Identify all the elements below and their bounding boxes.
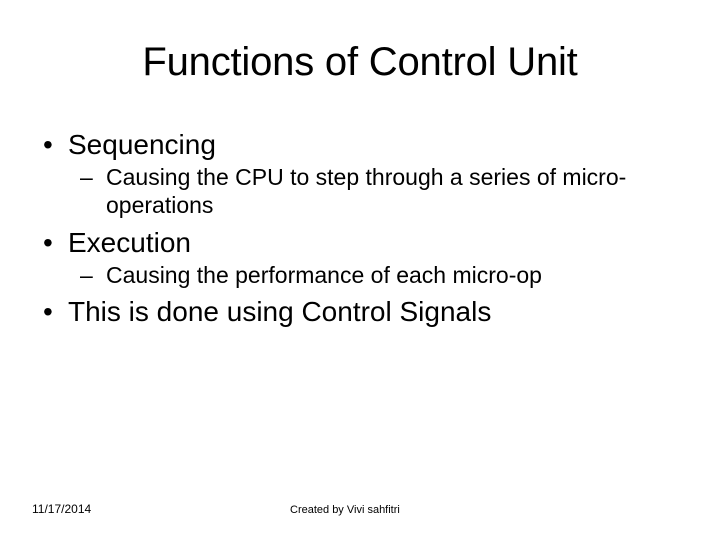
slide-footer: 11/17/2014 Created by Vivi sahfitri xyxy=(0,492,720,540)
bullet-dot-icon: • xyxy=(43,296,53,327)
bullet-list: • Sequencing – Causing the CPU to step t… xyxy=(36,128,684,330)
footer-date: 11/17/2014 xyxy=(32,502,92,516)
list-item: • Sequencing xyxy=(36,128,684,161)
list-item: – Causing the performance of each micro-… xyxy=(36,261,684,289)
list-item-label: Causing the performance of each micro-op xyxy=(106,262,542,288)
list-item-label: Sequencing xyxy=(68,129,216,160)
list-item: • Execution xyxy=(36,226,684,259)
bullet-dot-icon: • xyxy=(43,129,53,160)
bullet-dash-icon: – xyxy=(80,262,93,288)
list-item: – Causing the CPU to step through a seri… xyxy=(36,163,684,219)
page-title: Functions of Control Unit xyxy=(142,40,578,84)
footer-credit: Created by Vivi sahfitri xyxy=(290,504,400,516)
list-item: • This is done using Control Signals xyxy=(36,295,684,328)
list-item-label: Causing the CPU to step through a series… xyxy=(106,164,627,218)
list-item-label: Execution xyxy=(68,227,191,258)
list-item-label: This is done using Control Signals xyxy=(68,296,492,327)
bullet-dot-icon: • xyxy=(43,227,53,258)
bullet-dash-icon: – xyxy=(80,164,93,190)
